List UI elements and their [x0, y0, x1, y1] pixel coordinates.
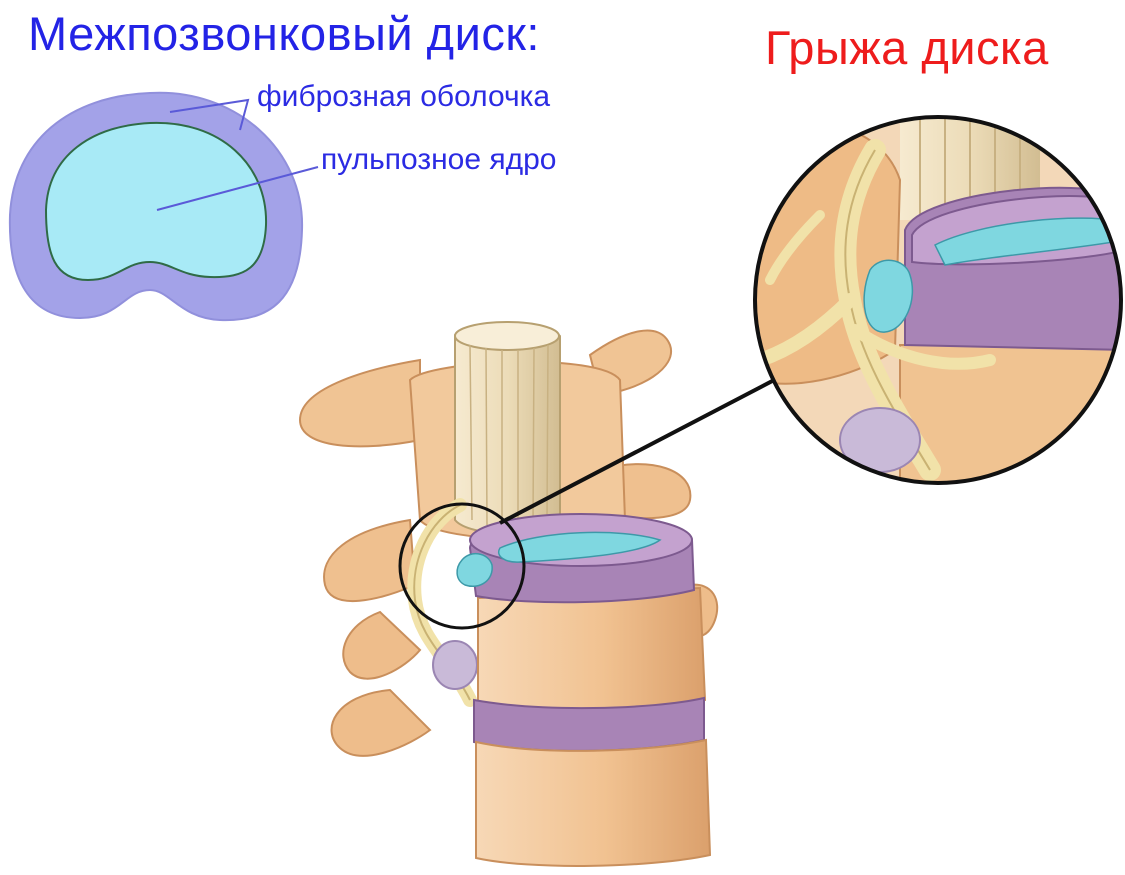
spine-illustration	[300, 322, 778, 866]
hernia-title: Грыжа диска	[765, 24, 1049, 71]
vertebral-process	[332, 690, 430, 756]
annulus-label: фиброзная оболочка	[257, 82, 550, 112]
vertebral-process	[300, 360, 420, 446]
herniation-bulge	[457, 554, 492, 587]
nucleus-label: пульпозное ядро	[321, 145, 556, 175]
vertebral-body	[478, 588, 705, 712]
vertebral-process	[343, 612, 420, 679]
zoom-view	[755, 100, 1125, 485]
disc-title: Межпозвонковый диск:	[28, 10, 540, 57]
vertebral-body	[476, 740, 710, 866]
ganglion	[433, 641, 477, 689]
disc-cross-section	[10, 93, 318, 320]
